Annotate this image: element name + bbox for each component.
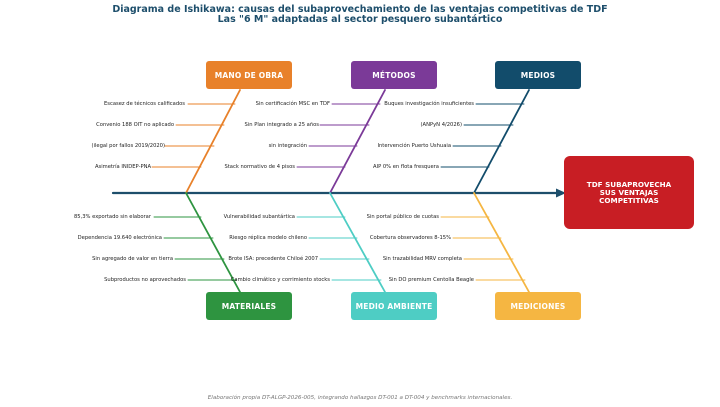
spine-arrowhead bbox=[556, 188, 566, 198]
cause-medio-ambiente-4: Cambio climático y corrimiento stocks bbox=[230, 277, 330, 283]
category-medios: MEDIOS bbox=[495, 61, 581, 89]
cause-materiales-3: Sin agregado de valor en tierra bbox=[92, 256, 173, 262]
cause-medio-ambiente-3: Brote ISA: precedente Chiloé 2007 bbox=[228, 256, 318, 262]
bone-mano-de-obra bbox=[185, 89, 241, 194]
cause-mano-de-obra-2: Convenio 188 OIT no aplicado bbox=[96, 122, 174, 128]
category-mediciones: MEDICIONES bbox=[495, 292, 581, 320]
cause-materiales-1: 85,3% exportado sin elaborar bbox=[73, 214, 151, 220]
cause-medios-4: AIP 0% en flota fresquera bbox=[373, 164, 439, 170]
category-medio-ambiente: MEDIO AMBIENTE bbox=[351, 292, 437, 320]
cause-medio-ambiente-1: Vulnerabilidad subantártica bbox=[223, 214, 295, 220]
cause-mano-de-obra-4: Asimetría INIDEP-PNA bbox=[94, 164, 151, 170]
cause-materiales-4: Subproductos no aprovechados bbox=[104, 277, 186, 283]
category-metodos: MÉTODOS bbox=[351, 61, 437, 89]
cause-mano-de-obra-3: (ilegal por fallos 2019/2020) bbox=[91, 143, 166, 149]
diagram-title: Diagrama de Ishikawa: causas del subapro… bbox=[112, 4, 608, 15]
cause-mano-de-obra-1: Escasez de técnicos calificados bbox=[104, 101, 185, 107]
category-materiales: MATERIALES bbox=[206, 292, 292, 320]
footer-note: Elaboración propia DT-ALGP-2026-005, int… bbox=[207, 395, 513, 401]
cause-medio-ambiente-2: Riesgo réplica modelo chileno bbox=[229, 235, 307, 241]
cause-metodos-4: Stack normativo de 4 pisos bbox=[224, 164, 295, 170]
category-mano-de-obra: MANO DE OBRA bbox=[206, 61, 292, 89]
cause-medios-1: Buques investigación insuficientes bbox=[384, 101, 474, 107]
effect-label: TDF SUBAPROVECHA SUS VENTAJAS COMPETITIV… bbox=[586, 179, 672, 205]
bone-medios bbox=[473, 89, 530, 194]
cause-medios-3: Intervención Puerto Ushuaia bbox=[377, 143, 451, 149]
cause-metodos-1: Sin certificación MSC en TDF bbox=[255, 101, 330, 107]
bone-medio-ambiente bbox=[329, 192, 386, 293]
bone-metodos bbox=[329, 89, 386, 194]
effect-box: TDF SUBAPROVECHA SUS VENTAJAS COMPETITIV… bbox=[564, 156, 694, 229]
cause-mediciones-2: Cobertura observadores 8-15% bbox=[369, 235, 451, 241]
bone-mediciones bbox=[473, 192, 530, 293]
cause-materiales-2: Dependencia 19.640 electrónica bbox=[77, 235, 162, 241]
diagram-subtitle: Las "6 M" adaptadas al sector pesquero s… bbox=[217, 14, 503, 25]
cause-metodos-2: Sin Plan integrado a 25 años bbox=[244, 122, 319, 128]
cause-mediciones-1: Sin portal público de cuotas bbox=[366, 214, 439, 220]
cause-mediciones-3: Sin trazabilidad MRV completa bbox=[382, 256, 462, 262]
cause-medios-2: (ANPyN 4/2026) bbox=[420, 122, 462, 128]
cause-mediciones-4: Sin DO premium Centolla Beagle bbox=[388, 277, 474, 283]
cause-metodos-3: sin integración bbox=[268, 143, 307, 149]
bone-materiales bbox=[185, 192, 241, 293]
